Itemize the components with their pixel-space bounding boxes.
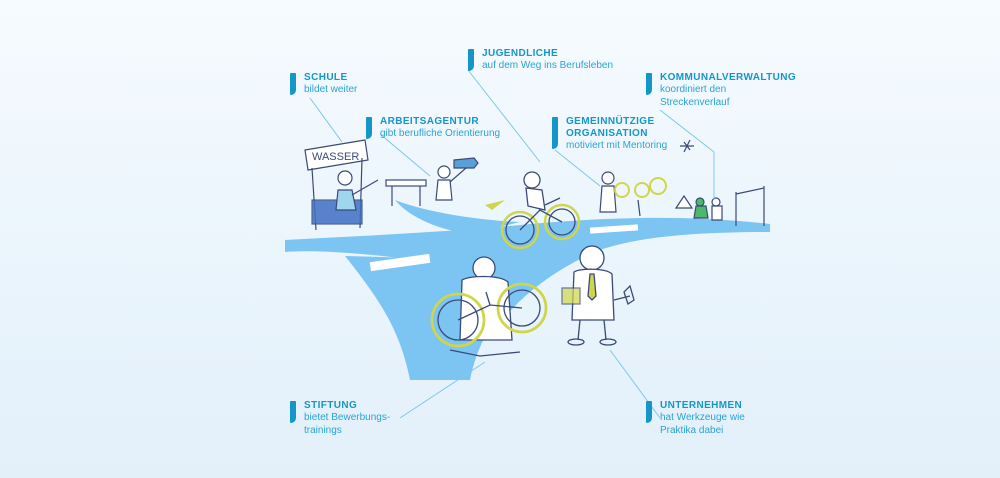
label-title: GEMEINNÜTZIGE xyxy=(566,116,655,127)
label-marker xyxy=(646,73,652,95)
label-desc-line-2: trainings xyxy=(304,424,342,436)
label-stiftung: STIFTUNG bietet Bewerbungs- trainings xyxy=(290,400,390,437)
leader-lines xyxy=(309,69,715,419)
label-gemeinnuetzige-organisation: GEMEINNÜTZIGE ORGANISATION motiviert mit… xyxy=(552,116,667,153)
label-kommunalverwaltung: KOMMUNALVERWALTUNG koordiniert den Strec… xyxy=(646,72,796,109)
label-title: KOMMUNALVERWALTUNG xyxy=(660,72,797,83)
label-desc-line-1: hat Werkzeuge wie xyxy=(660,412,745,423)
label-desc-line-1: motiviert mit Mentoring xyxy=(566,140,668,151)
label-title: UNTERNEHMEN xyxy=(660,400,743,411)
label-desc-line-1: bildet weiter xyxy=(304,84,358,95)
water-stand-sketch: WASSER xyxy=(304,139,379,231)
label-desc-line-1: bietet Bewerbungs- xyxy=(304,412,391,423)
label-marker xyxy=(290,73,296,95)
label-marker xyxy=(290,401,296,423)
label-desc-line-2: Streckenverlauf xyxy=(660,96,730,108)
mentors-sketch xyxy=(599,139,694,217)
label-title: STIFTUNG xyxy=(304,400,358,411)
label-marker xyxy=(552,117,558,149)
label-desc-line-1: auf dem Weg ins Berufsleben xyxy=(482,60,614,71)
label-title: SCHULE xyxy=(304,72,348,83)
foundation-figure-sketch xyxy=(430,256,548,357)
label-title-line-2: ORGANISATION xyxy=(566,128,648,139)
label-arbeitsagentur: ARBEITSAGENTUR gibt berufliche Orientier… xyxy=(366,116,500,141)
business-figure-sketch xyxy=(561,245,635,346)
label-unternehmen: UNTERNEHMEN hat Werkzeuge wie Praktika d… xyxy=(646,400,745,437)
barrier-sketch xyxy=(385,157,479,206)
label-title: JUGENDLICHE xyxy=(482,48,559,59)
label-desc-line-1: gibt berufliche Orientierung xyxy=(380,128,501,139)
label-jugendliche: JUGENDLICHE auf dem Weg ins Berufsleben xyxy=(468,48,613,73)
cyclist-sketch xyxy=(485,171,581,250)
label-title: ARBEITSAGENTUR xyxy=(380,116,479,127)
stand-sign: WASSER xyxy=(312,151,359,163)
label-marker xyxy=(366,117,372,139)
label-desc-line-1: koordiniert den xyxy=(660,84,727,95)
road xyxy=(285,200,770,380)
label-marker xyxy=(646,401,652,423)
road-workers-sketch xyxy=(674,186,765,226)
label-desc-line-2: Praktika dabei xyxy=(660,424,724,436)
label-marker xyxy=(468,49,474,71)
label-schule: SCHULE bildet weiter xyxy=(290,72,357,97)
